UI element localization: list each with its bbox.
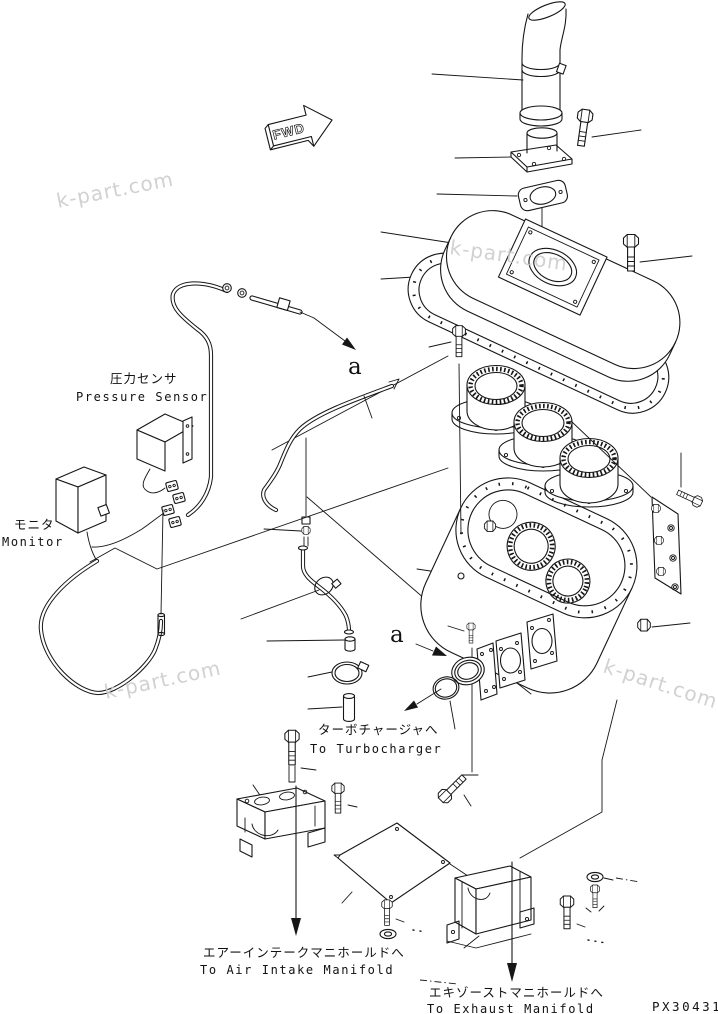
stack-bolt <box>572 108 594 148</box>
stack-pipe-opening <box>528 1 566 21</box>
air-cleaner-nut <box>483 520 497 532</box>
exhaust-bolt-angled <box>435 771 470 806</box>
monitor-label-en: Monitor <box>2 535 64 549</box>
air-cleaner-body <box>271 355 691 877</box>
pressure-sensor-label-jp: 圧力センサ <box>110 371 178 386</box>
turbo-flange-plate <box>476 642 498 701</box>
turbo-tube <box>451 656 485 686</box>
section-marker-a-2: a <box>390 622 404 648</box>
muffler-inlet-plate <box>497 218 608 316</box>
muffler-assembly <box>380 210 693 414</box>
to-turbocharger-arrow <box>404 700 418 711</box>
air-cleaner-elements <box>428 325 633 535</box>
exhaust-washer <box>586 871 604 883</box>
exhaust-bracket <box>446 865 535 949</box>
turbo-outlet-assembly <box>404 613 558 776</box>
to-air-intake-label-en: To Air Intake Manifold <box>200 963 394 977</box>
outlet-flange <box>526 613 558 670</box>
to-air-intake-label-jp: エアーインテークマニホールドへ <box>203 945 405 960</box>
sensor-tube <box>261 378 400 513</box>
to-air-intake-arrow <box>291 918 301 936</box>
drain-tube <box>297 545 309 551</box>
drawing-number: PX30431 <box>652 999 718 1014</box>
hose <box>342 693 356 699</box>
section-a-arrow-1 <box>342 337 356 350</box>
air-cleaner-side-nut <box>637 618 651 632</box>
watermark-3: k-part.com <box>102 656 223 704</box>
turbo-gasket <box>495 632 526 689</box>
intake-bolt-long <box>284 729 300 766</box>
watermark-4: k-part.com <box>600 654 718 714</box>
drain-tube-parts <box>240 437 370 722</box>
tube-cap <box>344 636 356 642</box>
air-intake-group <box>236 729 451 940</box>
intake-bolt-2 <box>331 782 345 814</box>
intake-bracket <box>236 787 326 858</box>
hose-clamp <box>331 661 363 685</box>
exhaust-bolt-2 <box>559 895 575 930</box>
plate-bolt <box>674 487 705 509</box>
stack-gasket <box>517 179 569 212</box>
muffler-bolt <box>622 233 640 272</box>
section-marker-a-1: a <box>348 354 362 380</box>
plate-bolt-small <box>381 899 393 926</box>
exhaust-group <box>419 771 641 985</box>
pressure-sensor-label-en: Pressure Sensor <box>76 390 208 404</box>
to-turbocharger-label-en: To Turbocharger <box>310 742 442 756</box>
stack-socket <box>510 127 573 173</box>
to-exhaust-label-jp: エキゾーストマニホールドへ <box>429 985 604 1000</box>
to-turbocharger-label-jp: ターボチャージャへ <box>318 722 439 737</box>
wiring-harness-assembly <box>38 281 449 696</box>
tube-clamp <box>314 576 334 596</box>
o-ring <box>432 676 460 700</box>
to-exhaust-arrow <box>507 963 517 982</box>
sensor-probe <box>276 297 291 312</box>
exhaust-bolt-small <box>590 884 600 908</box>
watermark-1: k-part.com <box>54 167 175 213</box>
monitor-label-jp: モニタ <box>14 517 55 532</box>
monitor-box <box>55 466 110 534</box>
cover-plate <box>333 822 451 904</box>
exhaust-stack-assembly <box>431 1 642 250</box>
stack-clamp <box>521 62 561 78</box>
pressure-sensor-box <box>136 413 194 494</box>
callout-labels: 圧力センサ Pressure Sensor モニタ Monitor ターボチャー… <box>2 354 718 1014</box>
element-bolt <box>452 325 466 358</box>
mounting-plate <box>570 420 705 595</box>
to-exhaust-label-en: To Exhaust Manifold <box>427 1002 595 1014</box>
fwd-direction-arrow: FWD <box>264 104 333 151</box>
